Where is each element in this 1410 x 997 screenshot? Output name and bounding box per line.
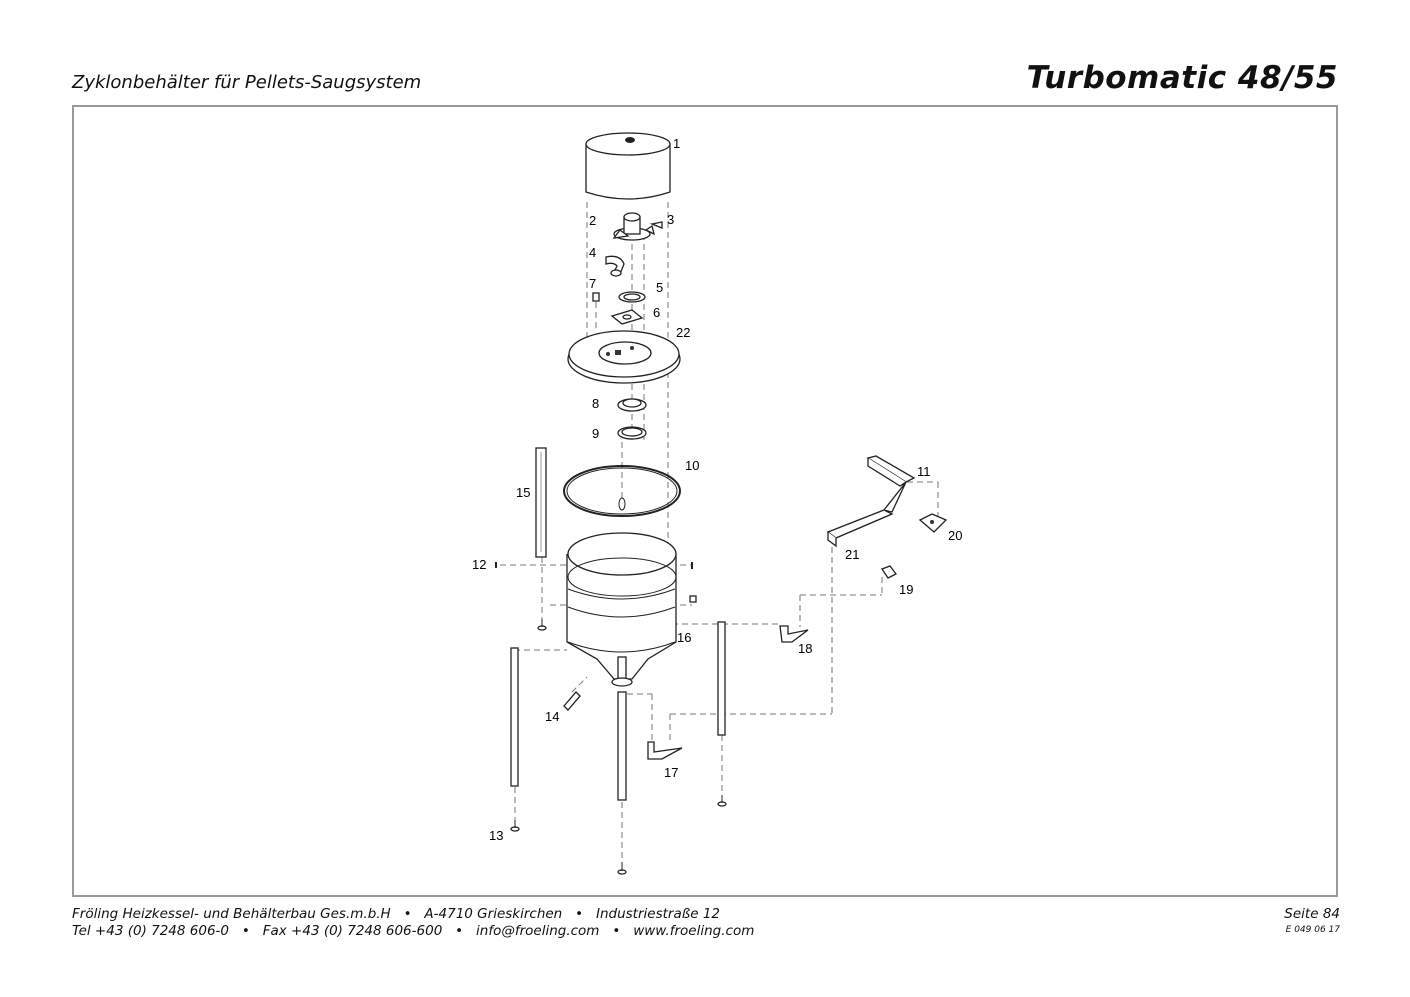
footer-email-link[interactable]: info@froeling.com: [476, 923, 600, 939]
footer-web-link[interactable]: www.froeling.com: [633, 923, 755, 939]
part-outlet-collar: [617, 398, 647, 412]
part-label-5: 5: [656, 280, 663, 295]
part-bolt: [592, 292, 600, 302]
part-plate: [918, 513, 948, 533]
part-label-21: 21: [845, 547, 859, 562]
part-label-4: 4: [589, 245, 596, 260]
part-label-16: 16: [677, 630, 691, 645]
part-screws-side: [495, 562, 697, 603]
part-label-13: 13: [489, 828, 503, 843]
part-bracket-lower: [647, 741, 683, 760]
part-label-10: 10: [685, 458, 699, 473]
part-label-20: 20: [948, 528, 962, 543]
footer-tel: Tel +43 (0) 7248 606-0: [72, 923, 229, 939]
assembly-guide-lines: [500, 202, 939, 862]
part-hanger-bracket: [826, 455, 916, 548]
part-label-19: 19: [899, 582, 913, 597]
footer-contact-line: Tel +43 (0) 7248 606-0 • Fax +43 (0) 724…: [72, 923, 755, 939]
part-cyclone-body: [566, 497, 677, 687]
page-number: Seite 84: [1284, 906, 1340, 922]
part-suction-connector: [612, 212, 655, 241]
part-label-11: 11: [917, 464, 931, 479]
part-foot-bolts: [510, 619, 727, 875]
part-label-7: 7: [589, 276, 596, 291]
part-label-14: 14: [545, 709, 559, 724]
part-bracket-upper: [779, 625, 809, 643]
part-label-9: 9: [592, 426, 599, 441]
exploded-diagram-frame: 1 2 3 4 5 6 7 8 9 10 11 12 13 14 15 16 1…: [72, 105, 1338, 897]
footer-company: Fröling Heizkessel- und Behälterbau Ges.…: [72, 906, 391, 922]
part-clamp: [617, 426, 647, 440]
part-label-18: 18: [798, 641, 812, 656]
part-label-12: 12: [472, 557, 486, 572]
part-label-22: 22: [676, 325, 690, 340]
part-support-legs: [510, 621, 726, 801]
part-sealing-ring: [618, 291, 646, 303]
part-lid-ring: [567, 330, 681, 384]
footer-street: Industriestraße 12: [595, 906, 720, 922]
exploded-view-diagram: 1 2 3 4 5 6 7 8 9 10 11 12 13 14 15 16 1…: [472, 132, 962, 875]
part-flange-plate: [610, 309, 644, 325]
part-label-8: 8: [592, 396, 599, 411]
part-screw-small: [649, 221, 663, 229]
document-number: E 049 06 17: [1285, 925, 1340, 935]
part-elbow-pipe: [605, 255, 625, 277]
model-title: Turbomatic 48/55: [1026, 60, 1338, 96]
part-number-labels: 1 2 3 4 5 6 7 8 9 10 11 12 13 14 15 16 1…: [472, 136, 962, 843]
part-label-3: 3: [667, 212, 674, 227]
part-wedge: [881, 565, 897, 579]
part-support-leg-upper: [535, 447, 547, 558]
part-label-15: 15: [516, 485, 530, 500]
part-gasket-ring: [563, 465, 681, 517]
footer-city: A-4710 Grieskirchen: [424, 906, 563, 922]
part-label-2: 2: [589, 213, 596, 228]
part-label-6: 6: [653, 305, 660, 320]
footer-fax: Fax +43 (0) 7248 606-600: [262, 923, 443, 939]
page-subtitle: Zyklonbehälter für Pellets-Saugsystem: [72, 72, 422, 93]
footer-address-line: Fröling Heizkessel- und Behälterbau Ges.…: [72, 906, 720, 922]
part-label-1: 1: [673, 136, 680, 151]
part-cover: [585, 132, 671, 200]
part-hose-connector: [563, 691, 581, 711]
part-label-17: 17: [664, 765, 678, 780]
